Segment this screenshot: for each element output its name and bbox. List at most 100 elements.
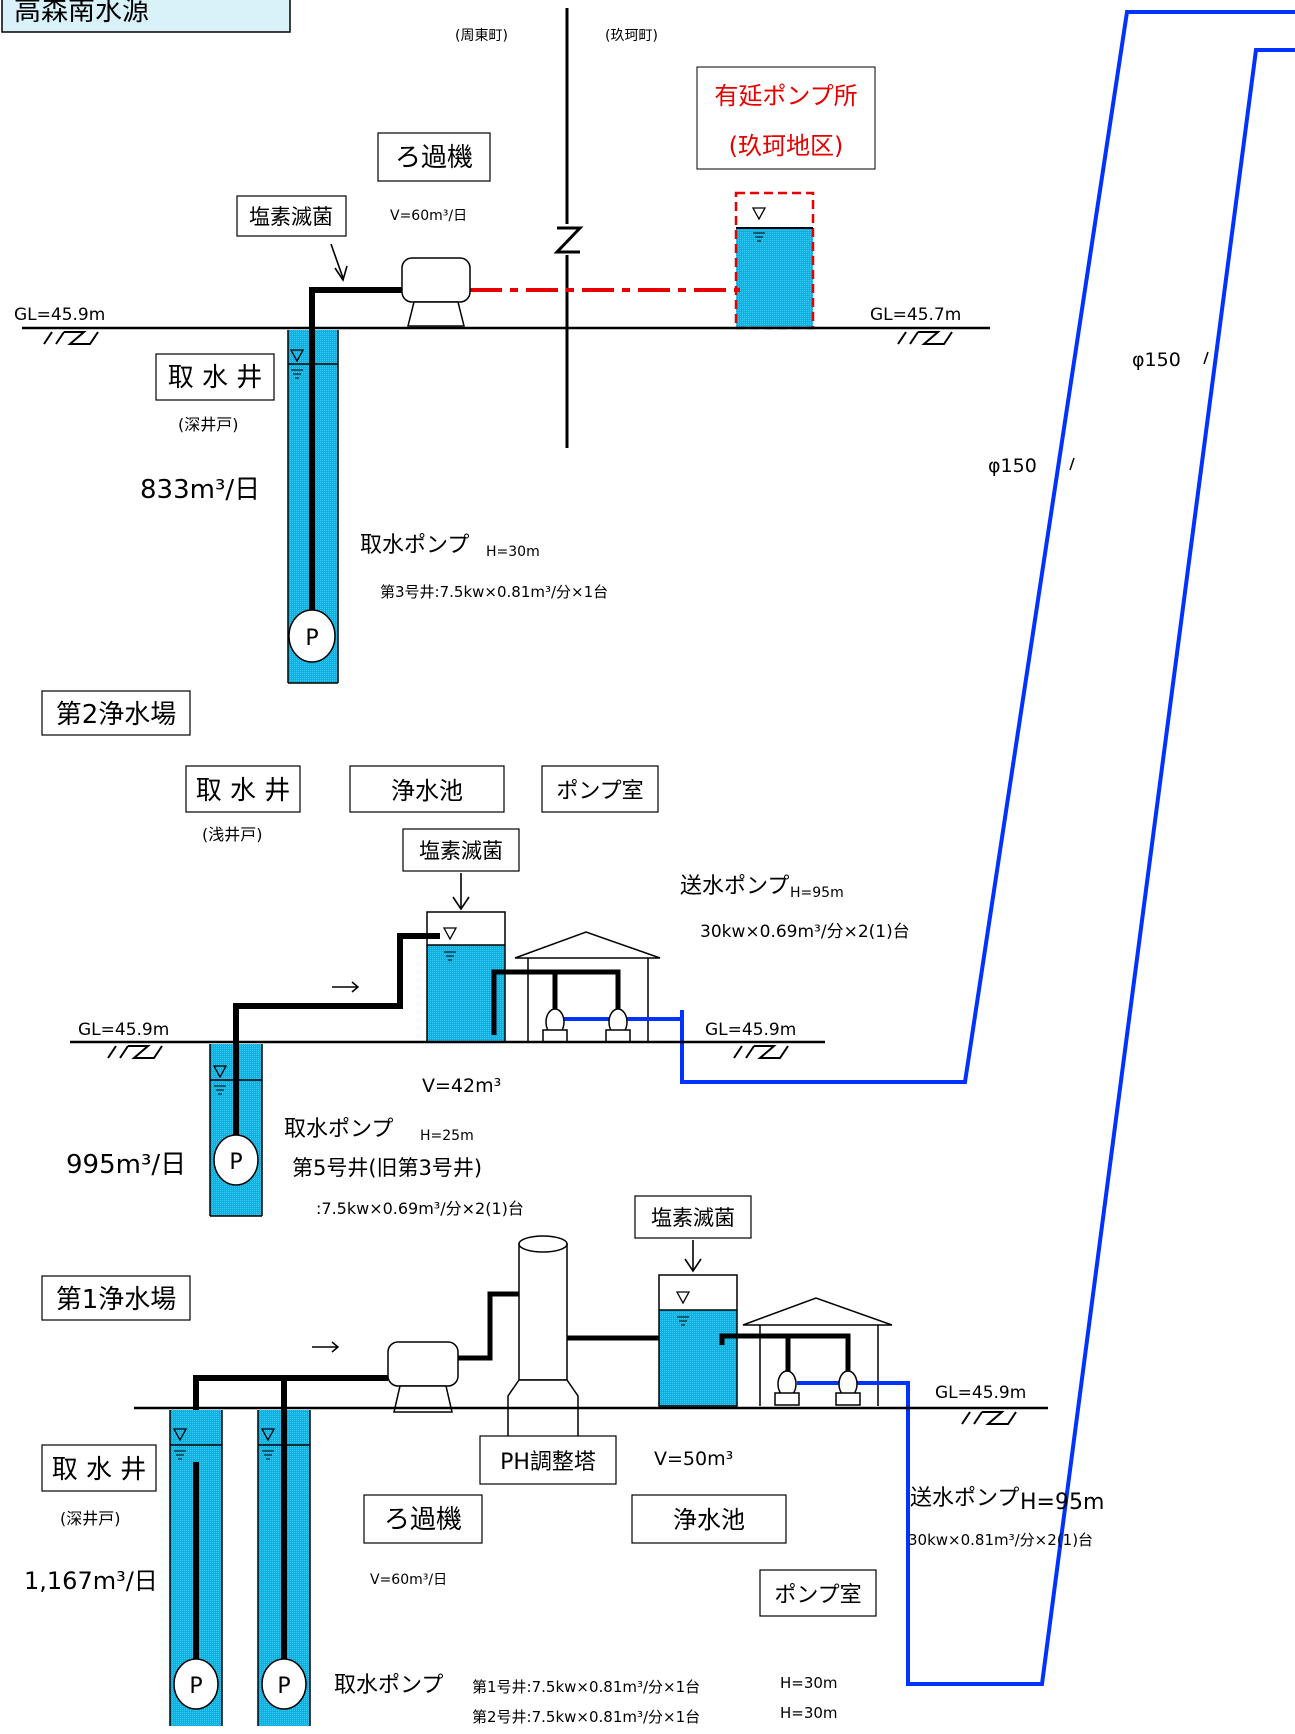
- filter-unit-top: [401, 257, 471, 327]
- town-left: (周東町): [455, 28, 508, 44]
- ground-mark-icon: [961, 1411, 1017, 1425]
- plant1-well-label: 取 水 井: [41, 1444, 157, 1492]
- plant1-name-box: 第1浄水場: [41, 1275, 191, 1321]
- plant1-tank-label: 浄水池: [631, 1494, 787, 1544]
- pipe-diameter-2: φ150: [988, 455, 1037, 477]
- plant1-send-pump-head: H=95m: [1020, 1490, 1104, 1515]
- plant1-pump-outlet: [797, 1381, 910, 1651]
- plant2-pump-house: [514, 931, 661, 1042]
- ariyoshi-label-box: 有延ポンプ所 (玖珂地区): [696, 66, 876, 170]
- ground-mark-icon: [107, 1045, 163, 1059]
- chlorine-box-top: 塩素滅菌: [236, 195, 347, 237]
- ariyoshi-tank: [734, 191, 815, 330]
- plant2-flow: 995m³/日: [66, 1150, 186, 1180]
- ph-tower: [507, 1235, 579, 1455]
- intake-pump-spec-top: 第3号井:7.5kw×0.81m³/分×1台: [380, 583, 608, 601]
- plant1-flow: 1,167m³/日: [24, 1567, 158, 1595]
- plant1-tank: [658, 1274, 738, 1407]
- plant2-tank-volume: V=42m³: [422, 1075, 501, 1097]
- plant2-pump-outlet: [564, 1012, 684, 1021]
- svg-text:PH調整塔: PH調整塔: [500, 1450, 596, 1475]
- flow-arrow-icon: [1069, 457, 1075, 471]
- send-pipe-plant2: [680, 10, 1295, 1084]
- plant1-intake-title: 取水ポンプ: [334, 1673, 443, 1698]
- svg-text:P: P: [305, 626, 318, 651]
- gl-top-left: GL=45.9m: [14, 305, 105, 325]
- svg-text:浄水池: 浄水池: [391, 777, 463, 805]
- plant2-send-pump-1: [542, 1008, 568, 1043]
- plant2-send-pump-head: H=95m: [790, 885, 844, 901]
- down-arrow-icon: [330, 243, 348, 282]
- plant2-intake-title: 取水ポンプ: [284, 1117, 393, 1142]
- plant2-tank-label: 浄水池: [349, 765, 505, 813]
- plant1-gl: GL=45.9m: [935, 1383, 1026, 1403]
- svg-text:ろ過機: ろ過機: [384, 1505, 462, 1535]
- filter-volume-top: V=60m³/日: [390, 208, 467, 224]
- intake-pump-head-top: H=30m: [486, 544, 540, 560]
- svg-text:P: P: [277, 1674, 290, 1699]
- flow-arrow-head: [351, 981, 360, 993]
- svg-text:(玖珂地区): (玖珂地区): [729, 132, 844, 160]
- plant1-send-pump-2: [835, 1370, 861, 1406]
- pump-top: P: [288, 609, 336, 663]
- svg-text:塩素滅菌: 塩素滅菌: [249, 205, 333, 229]
- plant1-pump-room-label: ポンプ室: [759, 1569, 877, 1617]
- well-type-top: (深井戸): [178, 415, 239, 434]
- svg-text:塩素滅菌: 塩素滅菌: [419, 839, 503, 863]
- plant2-well-label: 取 水 井: [185, 765, 301, 813]
- plant2-well-type: (浅井戸): [202, 825, 263, 844]
- pipe-diameter-1: φ150: [1132, 349, 1181, 371]
- ground-mark-icon: [43, 331, 99, 345]
- svg-text:P: P: [229, 1150, 242, 1175]
- filter-label-top: ろ過機: [377, 132, 491, 182]
- plant1-filter-volume: V=60m³/日: [370, 1572, 447, 1588]
- ground-mark-icon: [897, 331, 953, 345]
- svg-text:塩素滅菌: 塩素滅菌: [651, 1206, 735, 1230]
- plant2-intake-head: H=25m: [420, 1128, 474, 1144]
- plant2-intake-pump: P: [213, 1134, 259, 1186]
- town-right: (玖珂町): [605, 28, 658, 44]
- plant1-discharge-pipe: [719, 1333, 851, 1380]
- svg-text:ポンプ室: ポンプ室: [556, 779, 643, 804]
- flow-top: 833m³/日: [140, 475, 260, 505]
- plant1-well1-spec: 第1号井:7.5kw×0.81m³/分×1台: [472, 1678, 700, 1696]
- plant1-well-type: (深井戸): [60, 1509, 121, 1528]
- svg-text:有延ポンプ所: 有延ポンプ所: [714, 82, 857, 110]
- gl-top-right: GL=45.7m: [870, 305, 961, 325]
- svg-text:取 水 井: 取 水 井: [196, 776, 291, 806]
- plant1-ph-tower-label: PH調整塔: [479, 1435, 617, 1485]
- flow-arrow-icon: [1203, 351, 1209, 365]
- well-label-top: 取 水 井: [155, 353, 275, 401]
- plant2-well-name: 第5号井(旧第3号井): [292, 1156, 482, 1180]
- svg-text:P: P: [189, 1674, 202, 1699]
- plant2-intake-spec: :7.5kw×0.69m³/分×2(1)台: [316, 1199, 524, 1218]
- intake-pump-title-top: 取水ポンプ: [360, 533, 469, 558]
- svg-text:浄水池: 浄水池: [673, 1506, 745, 1534]
- down-arrow-icon: [684, 1240, 702, 1273]
- svg-text:高森南水源: 高森南水源: [14, 0, 149, 27]
- plant1-intake-pump-2: P: [261, 1658, 307, 1710]
- plant2-chlorine-box: 塩素滅菌: [402, 828, 520, 872]
- ground-mark-icon: [733, 1045, 789, 1059]
- plant1-well2-spec: 第2号井:7.5kw×0.81m³/分×1台: [472, 1708, 700, 1726]
- title-box: 高森南水源: [1, 0, 291, 33]
- plant1-chlorine-box: 塩素滅菌: [634, 1195, 752, 1239]
- plant1-pump-house: [742, 1297, 893, 1406]
- plant2-pump-room-label: ポンプ室: [541, 765, 659, 813]
- plant2-name-box: 第2浄水場: [41, 690, 191, 736]
- plant2-send-pump-title: 送水ポンプ: [680, 874, 789, 899]
- svg-text:ろ過機: ろ過機: [395, 143, 473, 173]
- intake-pipe-top: [309, 287, 402, 612]
- plant2-send-pump-spec: 30kw×0.69m³/分×2(1)台: [700, 922, 910, 942]
- plant1-send-pump-1: [774, 1370, 800, 1406]
- send-pipe-plant1: [906, 48, 1295, 1686]
- svg-text:第2浄水場: 第2浄水場: [56, 700, 177, 730]
- flow-arrow-head: [331, 1341, 340, 1353]
- plant2-intake-pipe: [233, 933, 440, 1040]
- plant1-well1-head: H=30m: [780, 1674, 838, 1692]
- svg-text:取 水 井: 取 水 井: [52, 1455, 147, 1485]
- plant1-send-pump-title: 送水ポンプ: [910, 1486, 1019, 1511]
- town-boundary-line: [553, 8, 584, 448]
- svg-text:ポンプ室: ポンプ室: [774, 1583, 861, 1608]
